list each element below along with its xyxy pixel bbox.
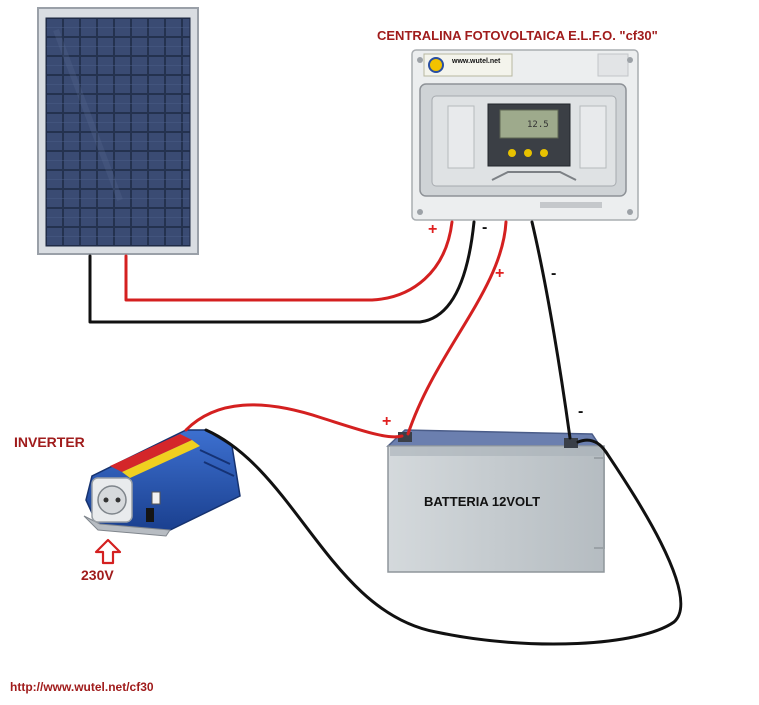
footer-url: http://www.wutel.net/cf30 — [10, 680, 154, 694]
wire-inverter-negative — [204, 428, 683, 646]
wire-inverter-positive — [184, 403, 404, 439]
polarity-battery-plus: + — [382, 413, 392, 430]
power-switch-icon — [146, 508, 154, 522]
battery-positive-terminal — [398, 432, 412, 442]
usb-port-icon — [151, 491, 161, 505]
screw-icon — [417, 57, 423, 63]
wire-panel-positive — [124, 220, 454, 302]
screw-icon — [627, 57, 633, 63]
inverter-title: INVERTER — [14, 434, 85, 450]
battery-negative-terminal — [564, 438, 578, 448]
lcd-readout: 12.5 — [527, 120, 549, 130]
charge-controller — [411, 49, 639, 221]
controller-logo-text: www.wutel.net — [452, 58, 501, 65]
output-voltage-label: 230V — [81, 567, 114, 583]
wire-controller-battery-negative — [530, 220, 572, 440]
controller-title: CENTRALINA FOTOVOLTAICA E.L.F.O. "cf30" — [377, 28, 658, 43]
screw-icon — [627, 209, 633, 215]
wire-controller-battery-positive — [406, 220, 508, 436]
power-socket-icon — [97, 485, 127, 515]
button-3-icon — [540, 149, 548, 157]
polarity-battery-line-plus: + — [495, 265, 505, 282]
sun-logo-icon — [428, 57, 444, 73]
polarity-controller-plus: + — [428, 221, 438, 238]
battery-label: BATTERIA 12VOLT — [424, 494, 541, 509]
polarity-battery-minus: - — [578, 403, 584, 420]
button-1-icon — [508, 149, 516, 157]
polarity-controller-minus: - — [482, 219, 488, 236]
battery — [386, 429, 606, 573]
solar-panel — [37, 7, 199, 255]
inverter — [83, 429, 241, 537]
wiring — [88, 220, 683, 646]
wire-panel-negative — [88, 220, 476, 324]
button-2-icon — [524, 149, 532, 157]
screw-icon — [417, 209, 423, 215]
arrow-up-icon — [94, 538, 122, 565]
polarity-battery-line-minus: - — [551, 265, 557, 282]
